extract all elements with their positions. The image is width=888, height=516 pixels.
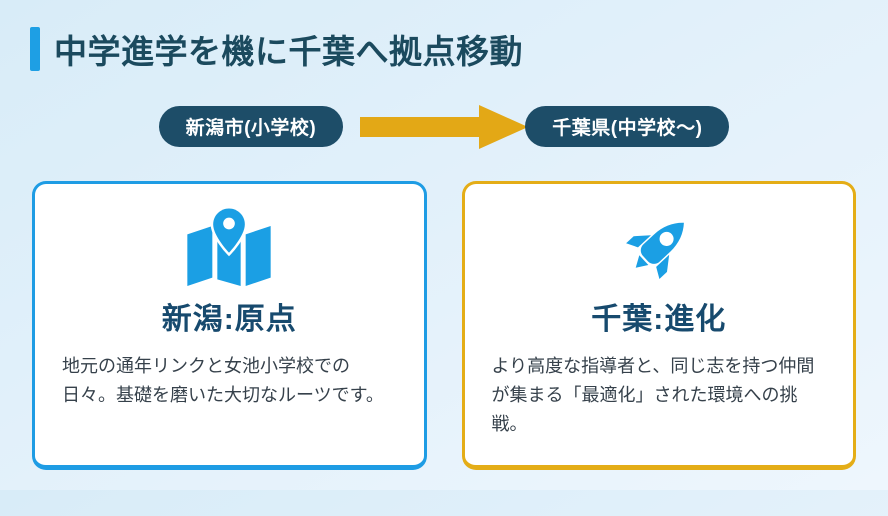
- card-title-niigata: 新潟:原点: [161, 303, 297, 336]
- card-body-niigata: 地元の通年リンクと女池小学校での日々。基礎を磨いた大切なルーツです。: [62, 356, 384, 406]
- flow-arrow-icon: [360, 104, 529, 149]
- page-title: 中学進学を機に千葉へ拠点移動: [54, 33, 523, 70]
- card-chiba: 千葉:進化 より高度な指導者と、同じ志を持つ仲間が集まる「最適化」された環境への…: [461, 181, 856, 471]
- map-location-icon: [62, 204, 397, 288]
- card-title-chiba: 千葉:進化: [591, 303, 727, 336]
- card-niigata: 新潟:原点 地元の通年リンクと女池小学校での日々。基礎を磨いた大切なルーツです。: [32, 181, 427, 471]
- flow-to-pill: 千葉県(中学校〜): [525, 106, 730, 147]
- header: 中学進学を機に千葉へ拠点移動: [30, 26, 888, 72]
- comparison-cards: 新潟:原点 地元の通年リンクと女池小学校での日々。基礎を磨いた大切なルーツです。…: [0, 181, 888, 471]
- rocket-icon: [492, 204, 827, 288]
- card-body-chiba: より高度な指導者と、同じ志を持つ仲間が集まる「最適化」された環境への挑戦。: [491, 356, 815, 435]
- flow-from-pill: 新潟市(小学校): [158, 106, 344, 147]
- relocation-flow: 新潟市(小学校) 千葉県(中学校〜): [0, 104, 888, 149]
- title-accent-bar: [30, 27, 40, 71]
